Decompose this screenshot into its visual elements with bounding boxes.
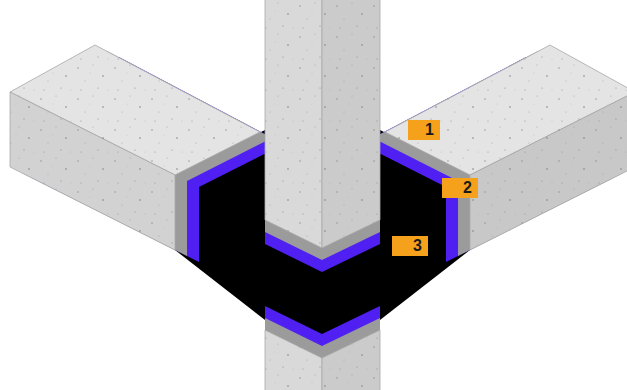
concrete-members (10, 0, 627, 390)
concrete-texture (10, 0, 627, 390)
callout-number: 1 (408, 120, 440, 140)
callout-number: 3 (392, 236, 428, 256)
callout-number: 2 (442, 178, 478, 198)
